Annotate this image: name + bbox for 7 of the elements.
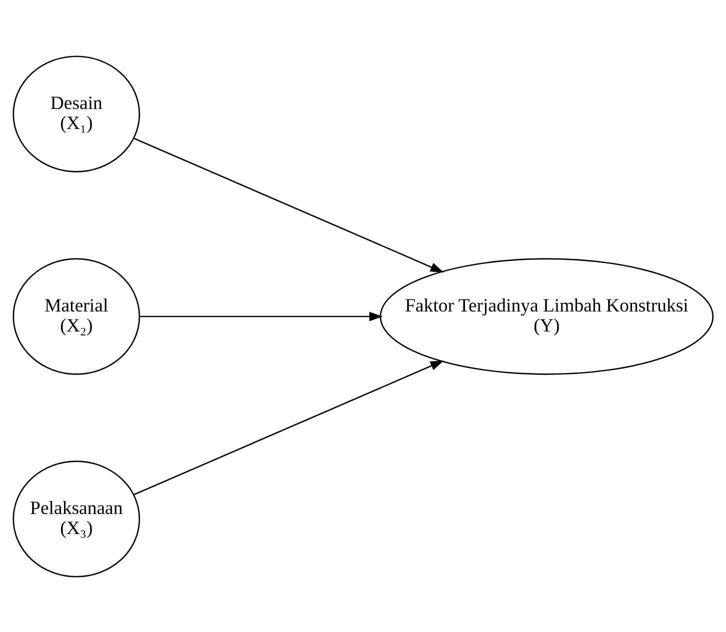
- node-circle: Pelaksanaan (X₃): [12, 460, 140, 577]
- arrow: [133, 360, 444, 495]
- node-circle: Material (X₂): [12, 258, 140, 374]
- node-circle: Desain (X₁): [12, 55, 140, 172]
- arrow: [133, 137, 444, 272]
- node-ellipse: Faktor Terjadinya Limbah Konstruksi (Y): [380, 258, 714, 374]
- arrow: [140, 311, 383, 321]
